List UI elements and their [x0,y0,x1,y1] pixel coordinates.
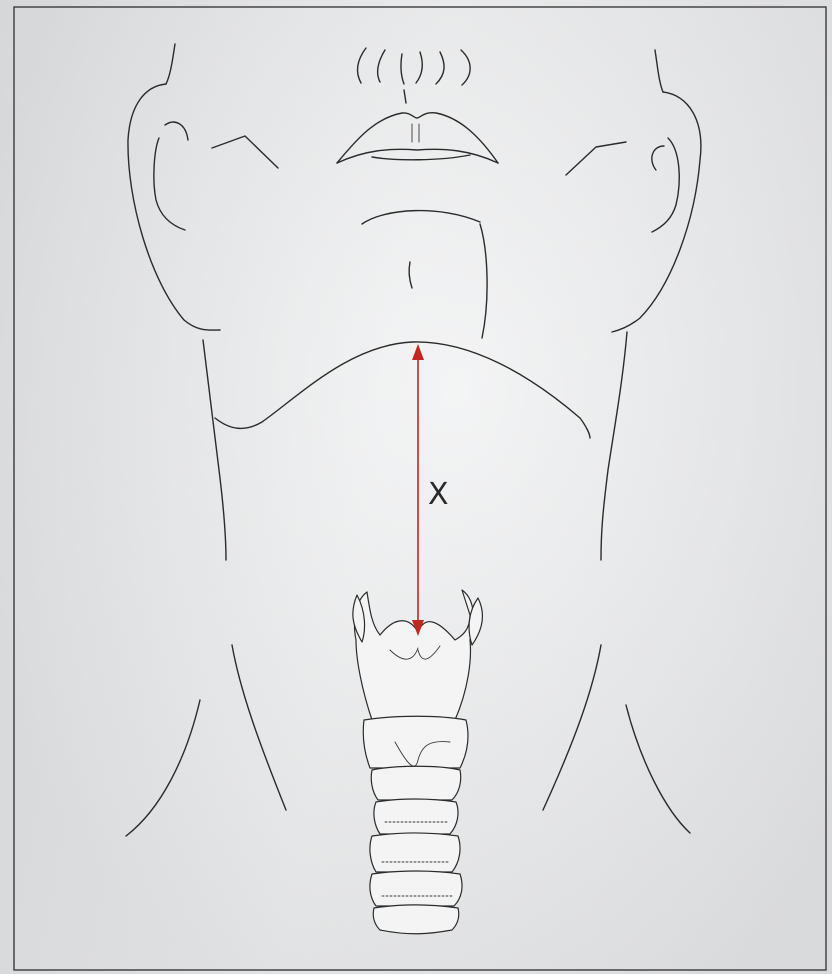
right-cheek-line [566,142,626,175]
measurement-arrow [412,344,424,636]
neck-left-side [203,340,226,560]
trachea [363,716,468,934]
jaw-line [215,342,590,438]
chin [362,211,487,338]
right-ear [612,50,701,332]
left-cheek-line [212,136,278,168]
neck-right-side [601,332,627,560]
measurement-label: X [428,477,449,512]
nose [358,48,471,103]
left-ear [128,44,220,330]
lips [337,113,498,163]
